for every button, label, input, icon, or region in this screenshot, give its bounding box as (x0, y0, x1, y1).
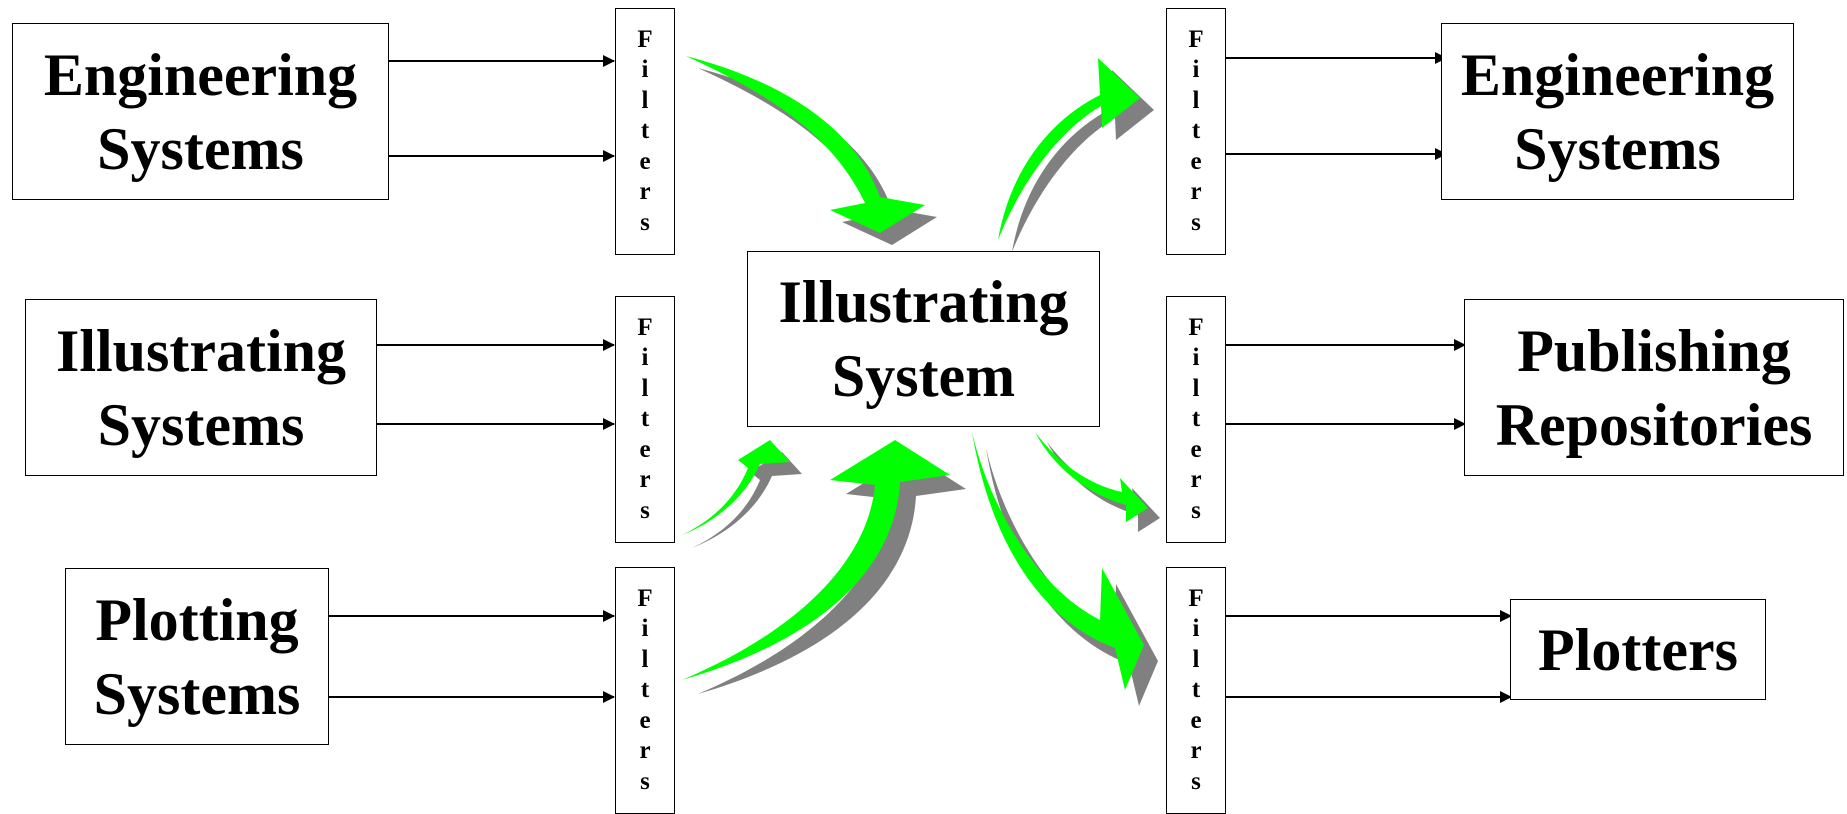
box-illustrating-systems-input: Illustrating Systems (25, 299, 377, 476)
filter-left-top: F i l t e r s (615, 8, 675, 255)
filter-letter: F (637, 584, 653, 612)
filter-letter: F (637, 25, 653, 53)
box-line: Repositories (1495, 391, 1813, 458)
filter-letter: F (1188, 313, 1204, 341)
filter-letter: i (1192, 56, 1200, 84)
filter-letter: l (1192, 86, 1200, 114)
flow-arrow-large-right (972, 432, 1158, 706)
filter-letter: i (641, 344, 649, 372)
filter-letter: l (1192, 645, 1200, 673)
filter-letter: i (641, 56, 649, 84)
filter-letter: l (641, 86, 649, 114)
filter-letter: e (1190, 147, 1202, 175)
filter-letter: i (641, 615, 649, 643)
filter-letter: s (640, 208, 650, 236)
box-plotting-systems-input: Plotting Systems (65, 568, 329, 745)
filter-letter: i (1192, 344, 1200, 372)
box-line: Systems (93, 660, 301, 727)
filter-left-middle: F i l t e r s (615, 296, 675, 543)
filter-letter: r (1190, 737, 1202, 765)
box-illustrating-system-center: Illustrating System (747, 251, 1100, 427)
filter-letter: s (1191, 496, 1201, 524)
box-line: Engineering (43, 41, 358, 108)
box-line: Systems (97, 391, 305, 458)
flow-arrow-large-left (682, 440, 966, 694)
filter-letter: t (1191, 117, 1201, 145)
filter-letter: l (1192, 374, 1200, 402)
filter-right-middle: F i l t e r s (1166, 296, 1226, 543)
filter-letter: t (640, 405, 650, 433)
filter-letter: t (640, 117, 650, 145)
box-plotters-output: Plotters (1510, 599, 1766, 700)
filter-letter: F (1188, 584, 1204, 612)
flow-arrow-small-right (1035, 432, 1160, 532)
filter-letter: e (639, 435, 651, 463)
filter-letter: s (1191, 208, 1201, 236)
filter-letter: s (640, 496, 650, 524)
box-line: Systems (1514, 115, 1721, 182)
box-line: Systems (97, 115, 304, 182)
box-line: Illustrating (55, 317, 347, 384)
filter-right-top: F i l t e r s (1166, 8, 1226, 255)
filter-letter: e (639, 706, 651, 734)
flow-arrows (680, 56, 1160, 706)
filter-letter: r (1190, 178, 1202, 206)
box-line: Illustrating (778, 269, 1069, 335)
filter-letter: F (1188, 25, 1204, 53)
filter-left-bottom: F i l t e r s (615, 567, 675, 814)
filter-letter: s (640, 767, 650, 795)
filter-letter: e (1190, 706, 1202, 734)
box-engineering-systems-output: Engineering Systems (1441, 23, 1794, 200)
box-line: System (831, 343, 1016, 409)
filter-letter: r (639, 466, 651, 494)
filter-letter: F (637, 313, 653, 341)
flow-arrow-top-left (686, 56, 937, 245)
box-line: Plotters (1538, 616, 1738, 683)
filter-letter: t (640, 676, 650, 704)
flow-arrow-small-left (680, 440, 802, 548)
filter-letter: r (1190, 466, 1202, 494)
filter-letter: e (1190, 435, 1202, 463)
filter-right-bottom: F i l t e r s (1166, 567, 1226, 814)
box-publishing-repositories-output: Publishing Repositories (1464, 299, 1844, 476)
filter-letter: r (639, 737, 651, 765)
box-line: Plotting (95, 586, 299, 653)
output-connectors (1226, 52, 1512, 703)
filter-letter: t (1191, 405, 1201, 433)
filter-letter: t (1191, 676, 1201, 704)
box-line: Publishing (1517, 317, 1791, 384)
box-engineering-systems-input: Engineering Systems (12, 23, 389, 200)
box-line: Engineering (1460, 41, 1775, 108)
input-connectors (329, 55, 615, 703)
filter-letter: e (639, 147, 651, 175)
filter-letter: l (641, 645, 649, 673)
flow-arrow-top-right (998, 58, 1154, 252)
filter-letter: r (639, 178, 651, 206)
filter-letter: l (641, 374, 649, 402)
filter-letter: s (1191, 767, 1201, 795)
filter-letter: i (1192, 615, 1200, 643)
